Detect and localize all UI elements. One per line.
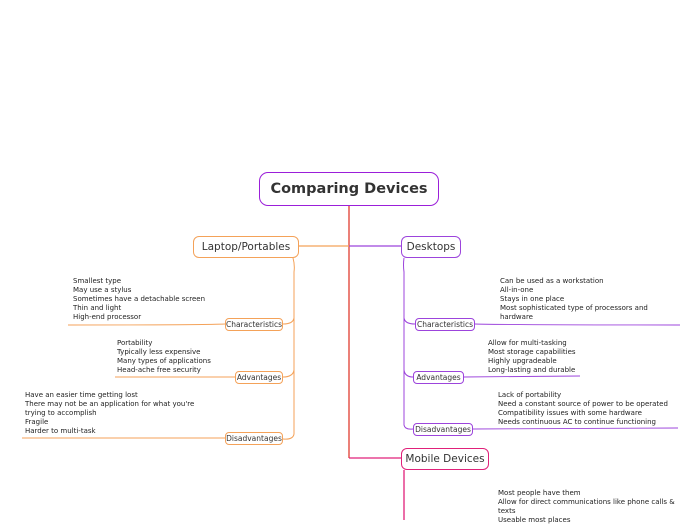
- list-item: Smallest type: [73, 277, 122, 285]
- list-item: Can be used as a workstation: [500, 277, 604, 285]
- central-topic-label: Comparing Devices: [270, 181, 428, 197]
- laptop-disadvantages-node[interactable]: Disadvantages: [225, 432, 283, 445]
- laptop-adv-branch: [282, 369, 295, 378]
- desktops-advantages-label: Advantages: [416, 373, 461, 382]
- desktops-advantages-list: Allow for multi-tasking Most storage cap…: [488, 339, 576, 375]
- laptop-characteristics-list: Smallest type May use a stylus Sometimes…: [73, 277, 205, 322]
- laptop-disadvantages-list: Have an easier time getting lost There m…: [25, 391, 194, 436]
- list-item: Need a constant source of power to be op…: [498, 400, 668, 408]
- list-item: Useable most places: [498, 516, 571, 524]
- laptop-disadvantages-label: Disadvantages: [226, 434, 282, 443]
- topic-desktops-label: Desktops: [406, 241, 456, 253]
- laptop-stem: [282, 257, 295, 440]
- desktops-adv-underline: [463, 375, 581, 378]
- central-topic[interactable]: Comparing Devices: [259, 172, 439, 206]
- laptop-characteristics-node[interactable]: Characteristics: [225, 318, 283, 331]
- laptop-advantages-label: Advantages: [236, 373, 282, 382]
- list-item: Head-ache free security: [117, 366, 201, 374]
- topic-laptop-label: Laptop/Portables: [201, 241, 291, 253]
- list-item: Fragile: [25, 418, 49, 426]
- list-item: Stays in one place: [500, 295, 565, 303]
- topic-desktops[interactable]: Desktops: [401, 236, 461, 258]
- desktops-char-underline: [474, 323, 681, 326]
- list-item: Most people have them: [498, 489, 581, 497]
- desktops-characteristics-list: Can be used as a workstation All-in-one …: [500, 277, 648, 322]
- desktops-adv-branch: [403, 369, 414, 378]
- laptop-characteristics-label: Characteristics: [225, 320, 283, 329]
- list-item: hardware: [500, 313, 533, 321]
- desktops-characteristics-node[interactable]: Characteristics: [415, 318, 475, 331]
- list-item: Harder to multi-task: [25, 427, 96, 435]
- list-item: Compatibility issues with some hardware: [498, 409, 642, 417]
- list-item: Allow for direct communications like pho…: [498, 498, 675, 506]
- list-item: Most storage capabilities: [488, 348, 576, 356]
- desktops-characteristics-label: Characteristics: [416, 320, 474, 329]
- list-item: trying to accomplish: [25, 409, 97, 417]
- list-item: Typically less expensive: [117, 348, 201, 356]
- list-item: texts: [498, 507, 516, 515]
- list-item: Portability: [117, 339, 153, 347]
- desktops-char-branch: [403, 317, 416, 325]
- laptop-char-branch: [282, 317, 295, 325]
- desktops-advantages-node[interactable]: Advantages: [413, 371, 464, 384]
- topic-laptop-portables[interactable]: Laptop/Portables: [193, 236, 299, 258]
- topic-mobile-devices[interactable]: Mobile Devices: [401, 448, 489, 470]
- list-item: Sometimes have a detachable screen: [73, 295, 206, 303]
- list-item: Most sophisticated type of processors an…: [500, 304, 648, 312]
- list-item: High-end processor: [73, 313, 142, 321]
- list-item: May use a stylus: [73, 286, 132, 294]
- desktops-disadvantages-node[interactable]: Disadvantages: [413, 423, 473, 436]
- list-item: Needs continuous AC to continue function…: [498, 418, 656, 426]
- list-item: Have an easier time getting lost: [25, 391, 138, 399]
- list-item: All-in-one: [500, 286, 534, 294]
- list-item: There may not be an application for what…: [25, 400, 195, 408]
- list-item: Highly upgradeable: [488, 357, 557, 365]
- desktops-dis-underline: [472, 427, 679, 430]
- list-item: Long-lasting and durable: [488, 366, 576, 374]
- list-item: Lack of portability: [498, 391, 562, 399]
- list-item: Allow for multi-tasking: [488, 339, 567, 347]
- laptop-char-underline: [67, 323, 226, 326]
- desktops-stem: [403, 257, 414, 430]
- list-item: Thin and light: [73, 304, 122, 312]
- desktops-disadvantages-label: Disadvantages: [415, 425, 471, 434]
- laptop-advantages-node[interactable]: Advantages: [235, 371, 283, 384]
- laptop-advantages-list: Portability Typically less expensive Man…: [117, 339, 211, 375]
- topic-mobile-label: Mobile Devices: [405, 453, 485, 465]
- list-item: Many types of applications: [117, 357, 211, 365]
- desktops-disadvantages-list: Lack of portability Need a constant sour…: [498, 391, 668, 427]
